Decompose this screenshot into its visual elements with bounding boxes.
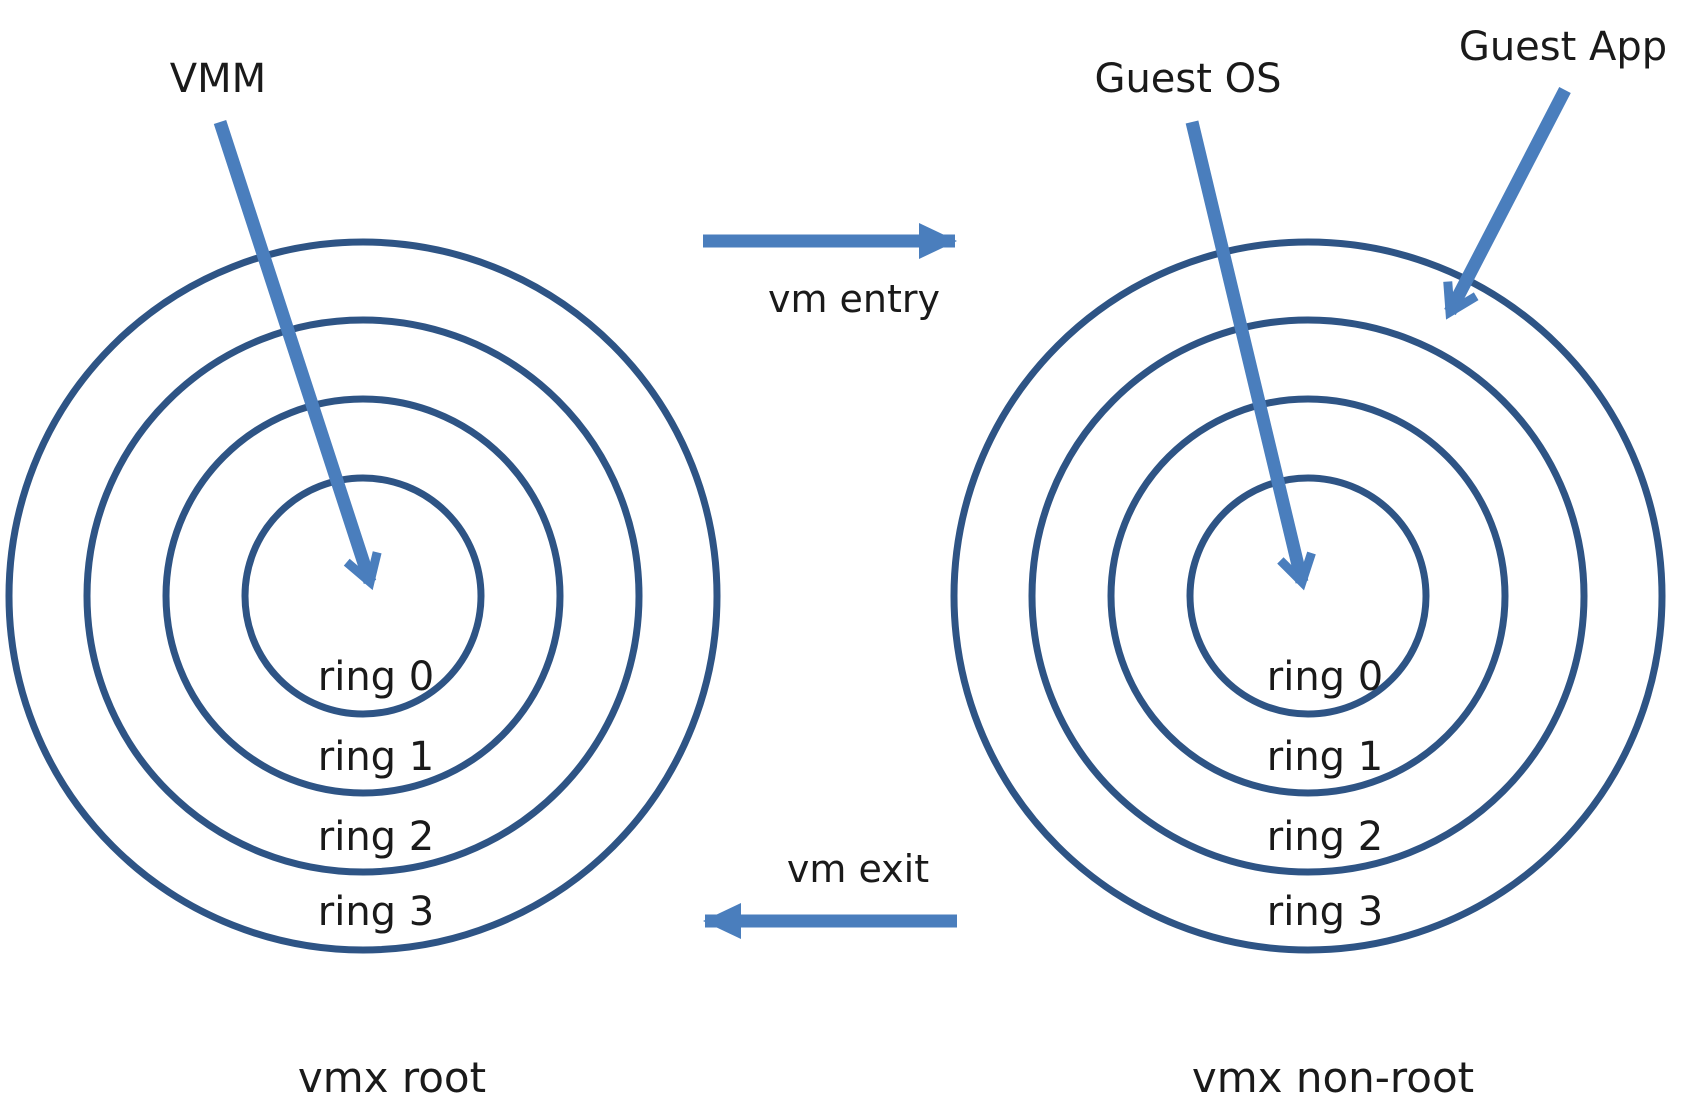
left-ring-2-circle: [83, 316, 643, 876]
vmx-root-label: vmx root: [298, 1053, 486, 1102]
right-ring-1-circle: [1107, 395, 1509, 797]
vmm-arrow: [213, 119, 382, 591]
left-ring-3-circle: [5, 238, 721, 954]
right-ring-0-label: ring 0: [1267, 654, 1383, 700]
right-ring-3-label: ring 3: [1267, 889, 1383, 935]
right-ring-1-label: ring 1: [1267, 734, 1383, 780]
left-ring-0-label: ring 0: [318, 654, 434, 700]
right-ring-2-circle: [1028, 316, 1588, 876]
left-ring-2-label: ring 2: [318, 814, 434, 860]
left-ring-1-label: ring 1: [318, 734, 434, 780]
vm-exit-label: vm exit: [787, 847, 929, 891]
guest-app-label: Guest App: [1459, 24, 1667, 70]
guest-app-arrow: [1443, 87, 1571, 320]
vmm-label: VMM: [170, 56, 266, 102]
vmx-non-root-label: vmx non-root: [1192, 1053, 1474, 1102]
vm-entry-label: vm entry: [768, 277, 940, 321]
right-ring-0-circle: [1186, 474, 1430, 718]
left-ring-1-circle: [162, 395, 564, 797]
left-ring-3-label: ring 3: [318, 889, 434, 935]
right-ring-3-circle: [950, 238, 1666, 954]
guest-os-arrow: [1185, 120, 1316, 591]
left-ring-0-circle: [241, 474, 485, 718]
guest-os-label: Guest OS: [1094, 56, 1281, 102]
vmx-non-root-rings: [950, 238, 1666, 954]
vmx-root-rings: [5, 238, 721, 954]
right-ring-2-label: ring 2: [1267, 814, 1383, 860]
